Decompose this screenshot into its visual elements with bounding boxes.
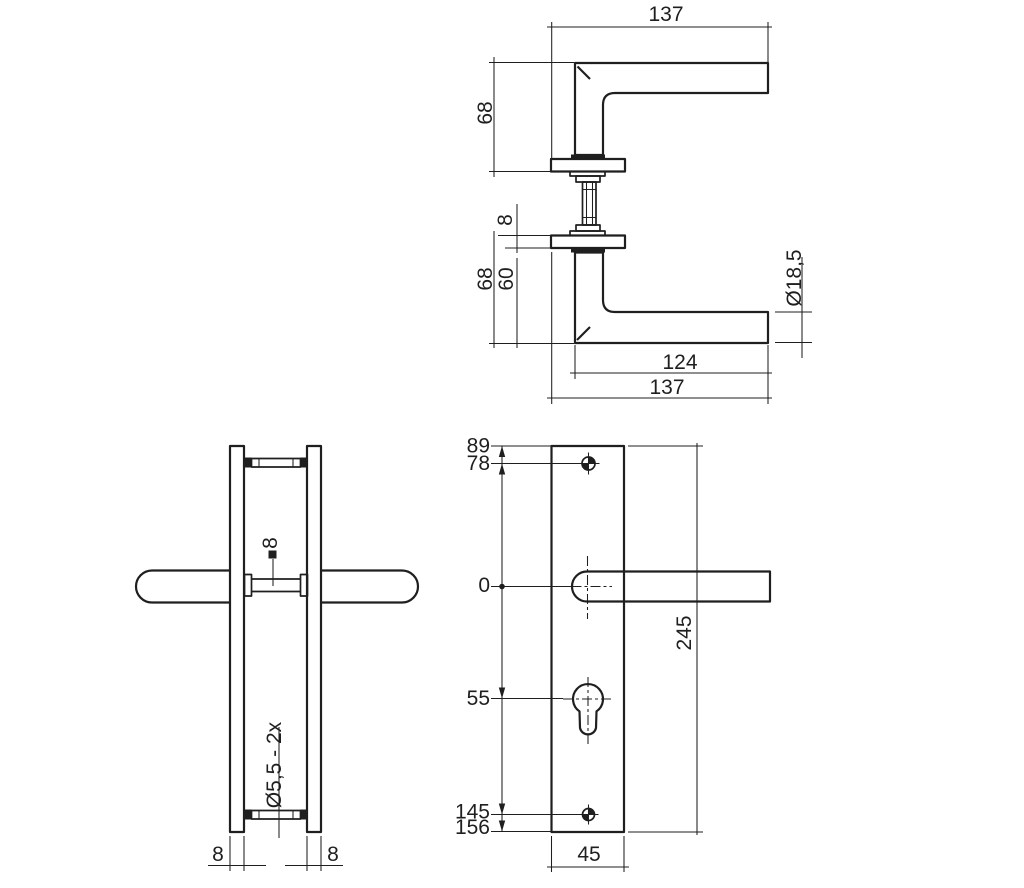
- bottom-screw-sleeve-detail: [258, 810, 294, 819]
- cylinder-keyhole: [571, 682, 605, 736]
- ext-line: [628, 445, 703, 833]
- arrow-up-89: [498, 446, 506, 457]
- dim-60-label: 60: [495, 267, 518, 290]
- backplate-dimensions: 89 78 0 55 145 156 245 45: [455, 435, 703, 872]
- ord-78-label: 78: [467, 452, 490, 475]
- bottom-screw-fill: [582, 808, 595, 821]
- lower-neck-flange: [571, 248, 605, 253]
- arrow-down-145: [498, 803, 506, 815]
- view-lever-side: 137 68 8 68 60 Ø18,5: [474, 3, 812, 404]
- dim-8-rosette-label: 8: [494, 214, 517, 226]
- dim-68-top-label: 68: [474, 101, 497, 124]
- lower-lever-outline: [573, 251, 770, 345]
- ord-55-label: 55: [467, 687, 490, 710]
- spindle-bar: [251, 578, 301, 593]
- arrow-down-55: [498, 687, 506, 699]
- view-backplate-front: 89 78 0 55 145 156 245 45: [455, 435, 772, 872]
- ext-line: [229, 836, 322, 871]
- spindle-shaft: [581, 181, 597, 226]
- lever-side-geometry: [549, 61, 770, 345]
- top-screw-sleeve-detail: [258, 458, 294, 467]
- right-handle-grip: [321, 569, 420, 604]
- handleset-geometry: [134, 444, 420, 834]
- upper-lever-chamfer-mark: [576, 65, 591, 80]
- ext-line: [550, 836, 625, 872]
- bottom-screw-head-left: [244, 809, 252, 820]
- dim-137-bottom-label: 137: [649, 376, 684, 399]
- upper-rosette: [549, 157, 627, 173]
- dim-screw-holes-label: Ø5,5 - 2x: [263, 721, 286, 808]
- dim-45-label: 45: [577, 843, 600, 866]
- view-handleset-side: 8 Ø5,5 - 2x 8 8: [134, 444, 420, 871]
- left-plate-side: [228, 444, 246, 834]
- top-screw-head-left: [244, 457, 252, 468]
- spindle-shaft-detail: [582, 182, 596, 225]
- ord-145-label: 145: [455, 801, 490, 824]
- bottom-screw-sleeve: [250, 809, 302, 820]
- dim-8-left-label: 8: [212, 843, 224, 866]
- spindle-collar-bottom: [575, 224, 601, 232]
- spindle-collar-top: [575, 175, 601, 183]
- spindle-clip-left: [243, 573, 253, 597]
- arrow-up-78: [498, 463, 506, 475]
- dim-124-label: 124: [662, 351, 697, 374]
- upper-neck-flange: [571, 154, 605, 159]
- spindle-clip-right: [299, 573, 309, 597]
- right-plate-side: [305, 444, 323, 834]
- top-screw-head-right: [300, 457, 308, 468]
- ord-156-label: 156: [455, 816, 490, 839]
- dim-68-bottom-label: 68: [474, 267, 497, 290]
- upper-lever-outline: [573, 61, 770, 157]
- arrow-down-156: [498, 820, 506, 832]
- dim-137-top-label: 137: [648, 3, 683, 26]
- backplate-geometry: [550, 444, 772, 834]
- ord-0-label: 0: [478, 574, 490, 597]
- backplate-outline: [550, 444, 626, 834]
- square-spindle-symbol: [268, 550, 277, 559]
- dim-8-right-label: 8: [327, 843, 339, 866]
- lower-lever-chamfer-mark: [576, 326, 591, 341]
- dim-spindle-8-label: 8: [259, 537, 282, 549]
- top-screw-sleeve: [250, 457, 302, 468]
- dim-18-5-label: Ø18,5: [783, 249, 806, 306]
- top-screw-fill: [582, 457, 595, 470]
- dim-245-label: 245: [673, 615, 696, 650]
- handleset-dimensions: 8 Ø5,5 - 2x 8 8: [208, 537, 343, 871]
- bottom-screw-head-right: [300, 809, 308, 820]
- lever-side-dimensions: 137 68 8 68 60 Ø18,5: [474, 3, 812, 404]
- lower-rosette: [549, 234, 627, 250]
- handle-front-outline: [570, 570, 772, 603]
- left-handle-grip: [134, 569, 230, 604]
- ord-89-label: 89: [467, 435, 490, 458]
